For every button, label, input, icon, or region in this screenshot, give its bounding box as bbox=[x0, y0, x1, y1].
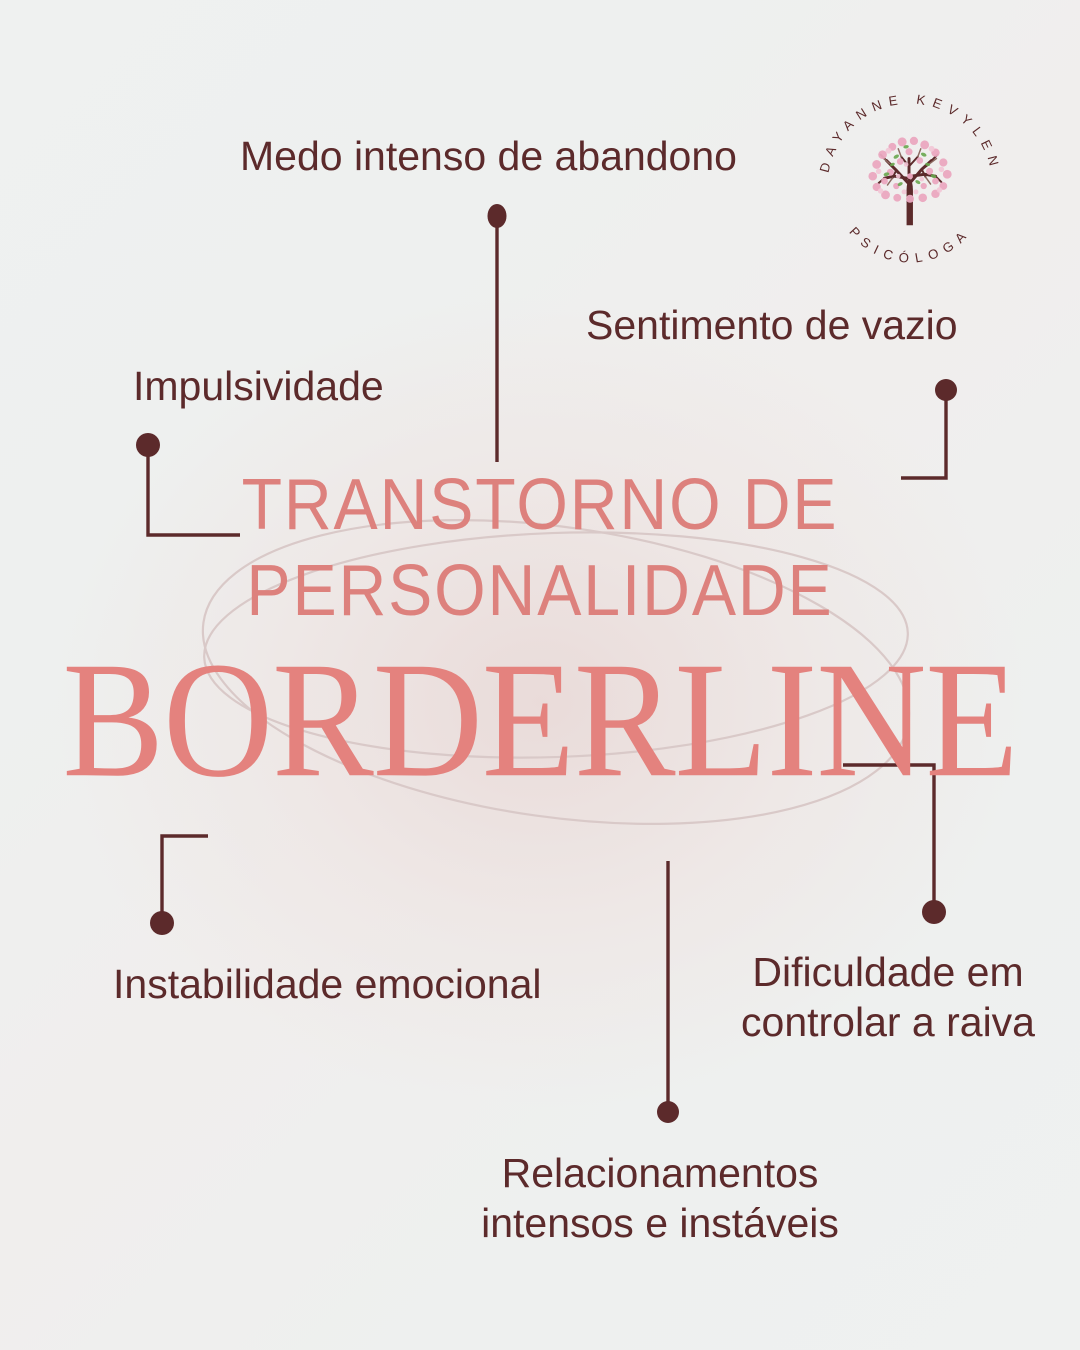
symptom-label-instabilidade: Instabilidade emocional bbox=[113, 961, 542, 1007]
symptom-label-medo: Medo intenso de abandono bbox=[240, 133, 737, 179]
symptom-label-sentimento: Sentimento de vazio bbox=[586, 302, 958, 348]
symptom-label-impulsividade: Impulsividade bbox=[133, 363, 384, 409]
symptom-label-relacionamentos: Relacionamentos intensos e instáveis bbox=[481, 1150, 839, 1246]
dot-sentimento bbox=[935, 379, 957, 401]
title-line-1: TRANSTORNO DE bbox=[241, 465, 839, 545]
logo-bottom-arc-text: PSICÓLOGA bbox=[846, 224, 973, 266]
dot-instabilidade bbox=[150, 911, 174, 935]
logo-svg: DAYANNE KEVYLEN PSICÓLOGA bbox=[817, 92, 997, 266]
connector-instabilidade bbox=[160, 834, 208, 922]
cherry-blossom-tree-icon bbox=[868, 136, 952, 226]
title-borderline: BORDERLINE bbox=[62, 628, 1018, 813]
dot-relacionamentos bbox=[657, 1101, 679, 1123]
poster-title: TRANSTORNO DE PERSONALIDADE BORDERLINE bbox=[0, 462, 1080, 803]
dot-dificuldade bbox=[922, 900, 946, 924]
dot-impulsividade bbox=[136, 433, 160, 457]
dot-medo bbox=[487, 204, 507, 228]
brand-logo: DAYANNE KEVYLEN PSICÓLOGA bbox=[812, 88, 1008, 284]
symptom-label-dificuldade: Dificuldade em controlar a raiva bbox=[741, 949, 1035, 1045]
title-line-2: PERSONALIDADE bbox=[246, 551, 834, 631]
